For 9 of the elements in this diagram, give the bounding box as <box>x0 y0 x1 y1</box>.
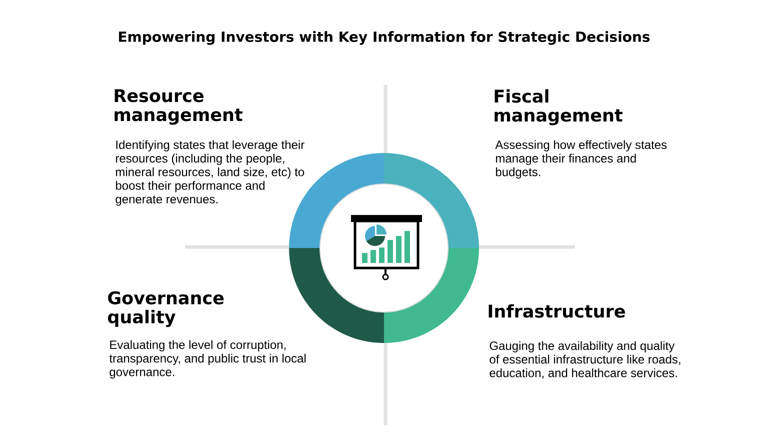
description: Assessing how effectively states manage their finances and budgets. <box>495 140 667 179</box>
heading: Infrastructure <box>488 304 625 318</box>
description: Evaluating the level of corruption, transparency, and public trust in local governance. <box>109 340 306 379</box>
description: Gauging the availability and quality of essential infrastructure like roads, education, and healthcare services. <box>490 341 680 379</box>
heading: Governance quality <box>108 291 224 327</box>
description: Identifying states that leverage their resources (including the people, mineral resources, land size, etc) to boost their performance and generate revenues. <box>116 140 304 206</box>
title: Empowering Investors with Key Information for Strategic Decisions <box>119 31 650 45</box>
heading: Fiscal management <box>494 89 622 126</box>
heading: Resource management <box>114 89 242 125</box>
